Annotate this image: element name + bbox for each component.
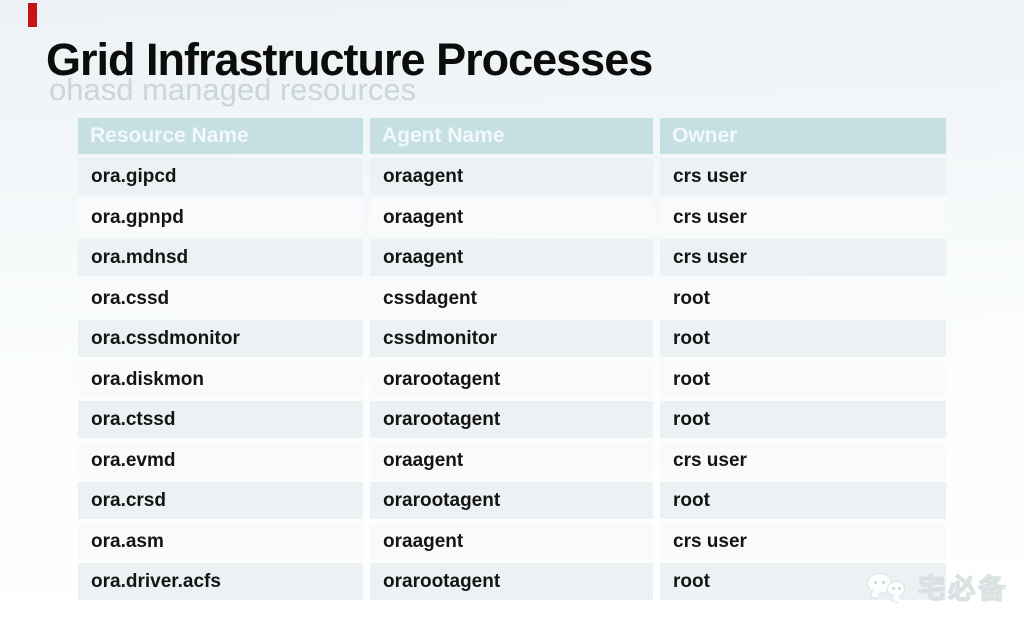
resource-cell: ora.gipcd — [78, 158, 363, 195]
owner-cell: crs user — [660, 158, 946, 195]
resource-cell: ora.asm — [78, 522, 363, 560]
owner-cell: root — [660, 482, 946, 519]
agent-cell: orarootagent — [370, 563, 653, 600]
resource-cell: ora.cssdmonitor — [78, 320, 363, 357]
chat-bubble-tail — [890, 593, 901, 604]
resource-cell: ora.gpnpd — [78, 198, 363, 236]
chat-bubble-tail — [869, 589, 880, 600]
agent-cell: orarootagent — [370, 482, 653, 519]
agent-cell: cssdmonitor — [370, 320, 653, 357]
resource-cell: ora.evmd — [78, 441, 363, 479]
resource-cell: ora.driver.acfs — [78, 563, 363, 600]
owner-cell: crs user — [660, 441, 946, 479]
owner-cell: crs user — [660, 198, 946, 236]
page-subtitle: ohasd managed resources — [49, 72, 417, 107]
resource-cell: ora.ctssd — [78, 401, 363, 438]
agent-cell: oraagent — [370, 239, 653, 276]
page-title: Grid Infrastructure Processes — [46, 34, 653, 86]
column-header: Owner — [660, 118, 946, 154]
resource-cell: ora.cssd — [78, 279, 363, 317]
column-header: Agent Name — [370, 118, 653, 154]
owner-cell: crs user — [660, 522, 946, 560]
agent-cell: cssdagent — [370, 279, 653, 317]
column-header: Resource Name — [78, 118, 363, 154]
owner-cell: root — [660, 320, 946, 357]
resource-cell: ora.crsd — [78, 482, 363, 519]
agent-cell: oraagent — [370, 198, 653, 236]
watermark-label: 宅必备 — [918, 574, 1008, 605]
owner-cell: root — [660, 360, 946, 398]
red-accent-bar — [28, 3, 37, 27]
resource-cell: ora.diskmon — [78, 360, 363, 398]
owner-cell: crs user — [660, 239, 946, 276]
agent-cell: orarootagent — [370, 360, 653, 398]
watermark: 宅必备 — [867, 567, 1008, 606]
agent-cell: oraagent — [370, 158, 653, 195]
resource-cell: ora.mdnsd — [78, 239, 363, 276]
wechat-icon — [867, 570, 911, 604]
owner-cell: root — [660, 401, 946, 438]
agent-cell: oraagent — [370, 441, 653, 479]
agent-cell: oraagent — [370, 522, 653, 560]
agent-cell: orarootagent — [370, 401, 653, 438]
owner-cell: root — [660, 279, 946, 317]
